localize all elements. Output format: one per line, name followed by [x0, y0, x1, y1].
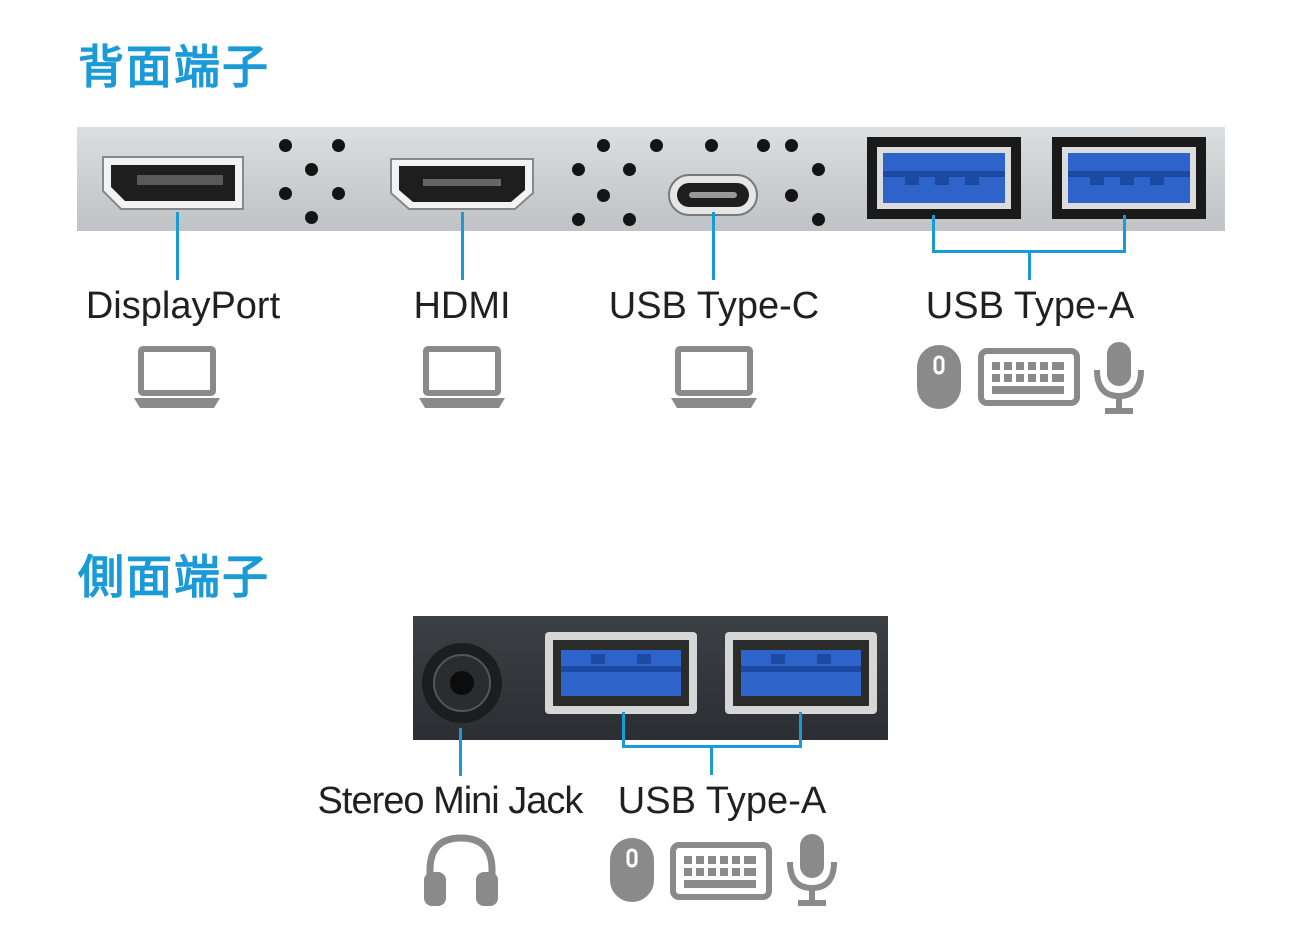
microphone-icon: [1094, 342, 1144, 414]
mouse-icon: [610, 838, 654, 902]
microphone-icon: [787, 834, 837, 906]
usb-a-side-leader-line: [710, 745, 713, 775]
displayport-connector: [102, 156, 244, 210]
usb-a-connector-side-2: [725, 632, 877, 714]
usb-a-connector-side-1: [545, 632, 697, 714]
laptop-icon: [671, 346, 757, 408]
usb-c-leader-line: [712, 212, 715, 280]
usb-a-bracket-left: [932, 215, 935, 253]
usb-c-connector: [668, 174, 758, 216]
side-section-title: 側面端子: [78, 550, 270, 604]
usb-a-side-bracket-left: [622, 712, 625, 748]
port-label-usb-a-side: USB Type-A: [617, 780, 827, 822]
port-label-stereo-mini-jack: Stereo Mini Jack: [317, 780, 584, 822]
laptop-icon: [134, 346, 220, 408]
laptop-icon: [419, 346, 505, 408]
side-panel-photo: [413, 616, 888, 740]
keyboard-icon: [670, 842, 772, 900]
stereo-jack-connector: [422, 643, 502, 723]
usb-a-side-bracket-right: [799, 712, 802, 748]
mouse-icon: [917, 345, 961, 409]
hdmi-leader-line: [461, 212, 464, 280]
stereo-jack-leader-line: [459, 728, 462, 776]
port-label-usb-c: USB Type-C: [608, 285, 820, 327]
usb-a-leader-line: [1028, 250, 1031, 280]
rear-section-title: 背面端子: [78, 40, 270, 94]
usb-a-connector-2: [1052, 137, 1206, 219]
port-label-usb-a-rear: USB Type-A: [925, 285, 1135, 327]
keyboard-icon: [978, 348, 1080, 406]
port-label-displayport: DisplayPort: [85, 285, 281, 327]
rear-panel-photo: [77, 127, 1225, 231]
usb-a-bracket-right: [1123, 215, 1126, 253]
headphones-icon: [424, 834, 498, 906]
displayport-leader-line: [176, 212, 179, 280]
hdmi-connector: [390, 158, 534, 210]
usb-a-connector-1: [867, 137, 1021, 219]
port-label-hdmi: HDMI: [413, 285, 511, 327]
